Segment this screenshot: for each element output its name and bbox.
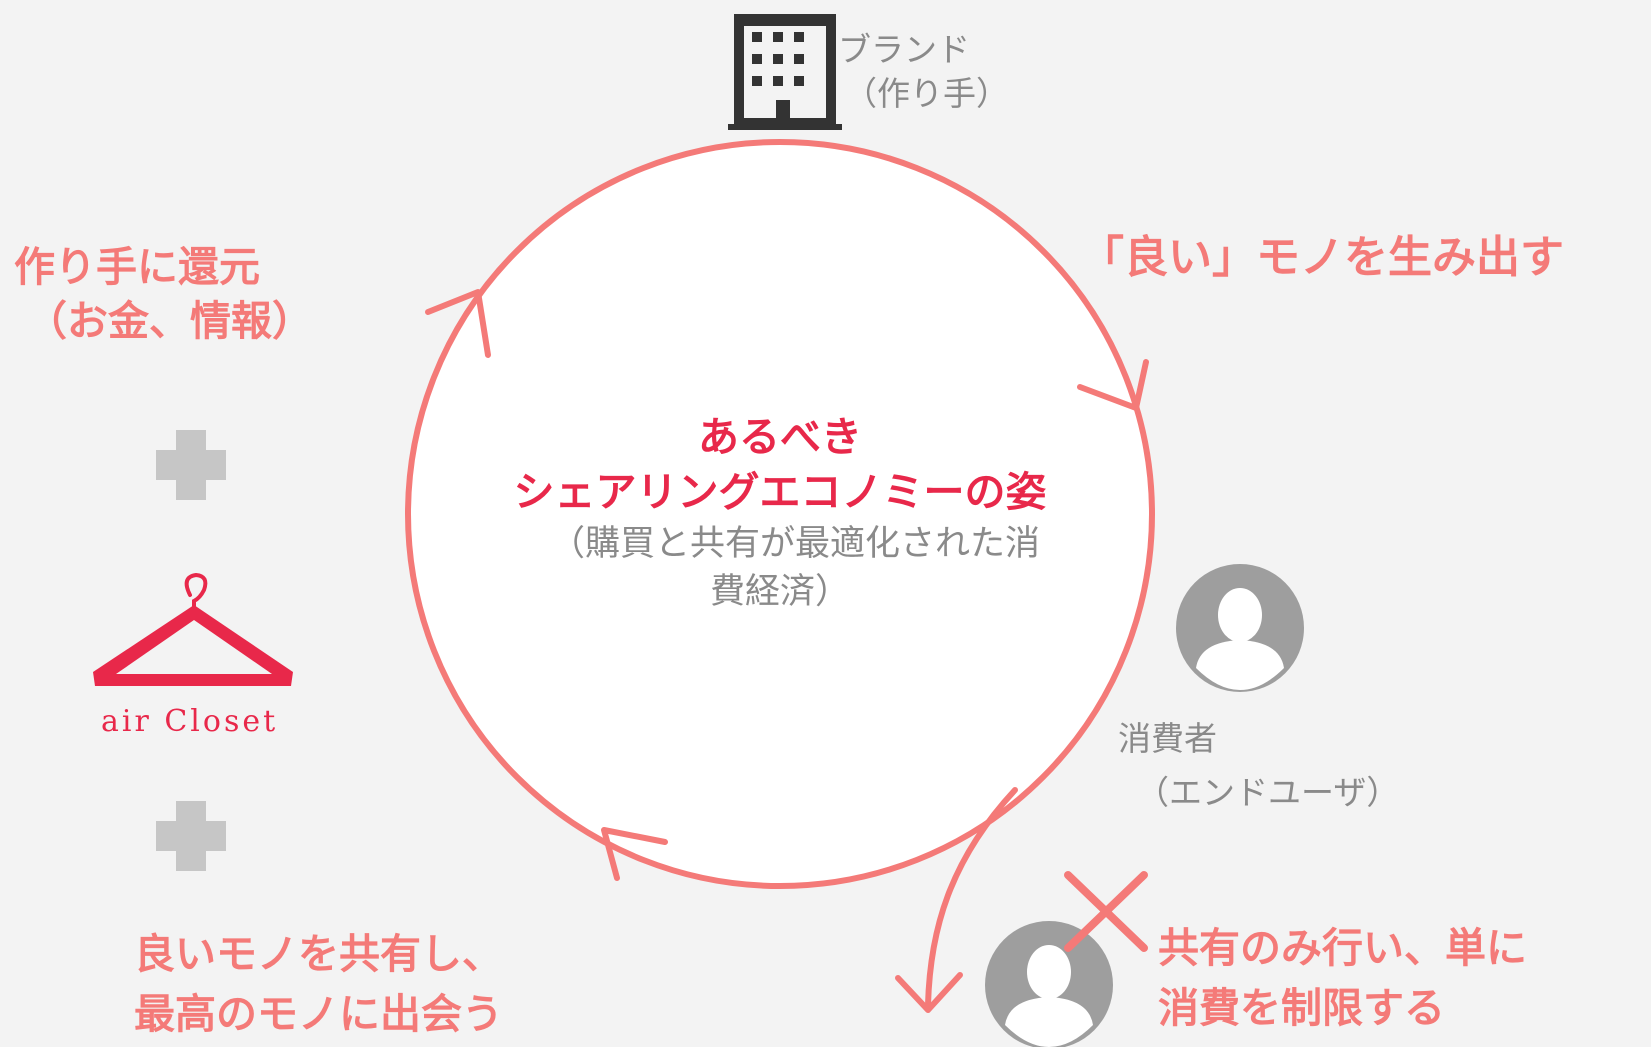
consumer-avatar-icon <box>1176 564 1304 692</box>
building-icon <box>728 14 842 130</box>
brand-label: ブランド （作り手） <box>838 28 1009 116</box>
branch-arrow-curve <box>925 787 1018 1008</box>
consumer-label: 消費者 （エンドユーザ） <box>1118 712 1399 820</box>
hanger-icon <box>93 572 293 686</box>
center-text-block: あるべき シェアリングエコノミーの姿 （購買と共有が最適化された消 費経済） <box>420 410 1140 616</box>
restrict-label: 共有のみ行い、単に 消費を制限する <box>1158 918 1527 1038</box>
plus-icon-top <box>156 430 226 500</box>
share-label-line1: 良いモノを共有し、 <box>134 930 503 978</box>
cycle-circle <box>405 139 1155 889</box>
consumer-label-line2: （エンドユーザ） <box>1136 773 1400 812</box>
share-label: 良いモノを共有し、 最高のモノに出会う <box>134 924 503 1044</box>
cycle-arrow-bottom-left <box>601 827 668 881</box>
plus-icon-bottom <box>156 801 226 871</box>
brand-label-line1: ブランド <box>838 30 970 69</box>
cycle-arrow-top-left <box>425 289 491 358</box>
restricted-consumer-avatar-icon <box>985 921 1113 1047</box>
branch-arrow-head <box>895 972 963 1013</box>
center-title-line2: シェアリングエコノミーの姿 <box>513 468 1047 516</box>
return-label-line2: （お金、情報） <box>26 297 313 345</box>
return-label-line1: 作り手に還元 <box>14 243 260 291</box>
brand-label-line2: （作り手） <box>844 74 1009 113</box>
aircloset-logo-text: air Closet <box>101 704 279 739</box>
cross-mark-icon <box>1064 871 1148 952</box>
restrict-label-line2: 消費を制限する <box>1158 984 1445 1032</box>
share-label-line2: 最高のモノに出会う <box>134 990 503 1038</box>
restrict-label-line1: 共有のみ行い、単に <box>1158 924 1527 972</box>
center-sub-line2: 費経済） <box>709 572 850 612</box>
consumer-label-line1: 消費者 <box>1118 719 1217 758</box>
center-sub-line1: （購買と共有が最適化された消 <box>549 524 1040 564</box>
center-title-line1: あるべき <box>698 413 862 461</box>
cycle-arrow-right <box>1077 359 1149 411</box>
good-things-label: 「良い」モノを生み出す <box>1080 232 1564 283</box>
return-label: 作り手に還元 （お金、情報） <box>14 240 313 348</box>
